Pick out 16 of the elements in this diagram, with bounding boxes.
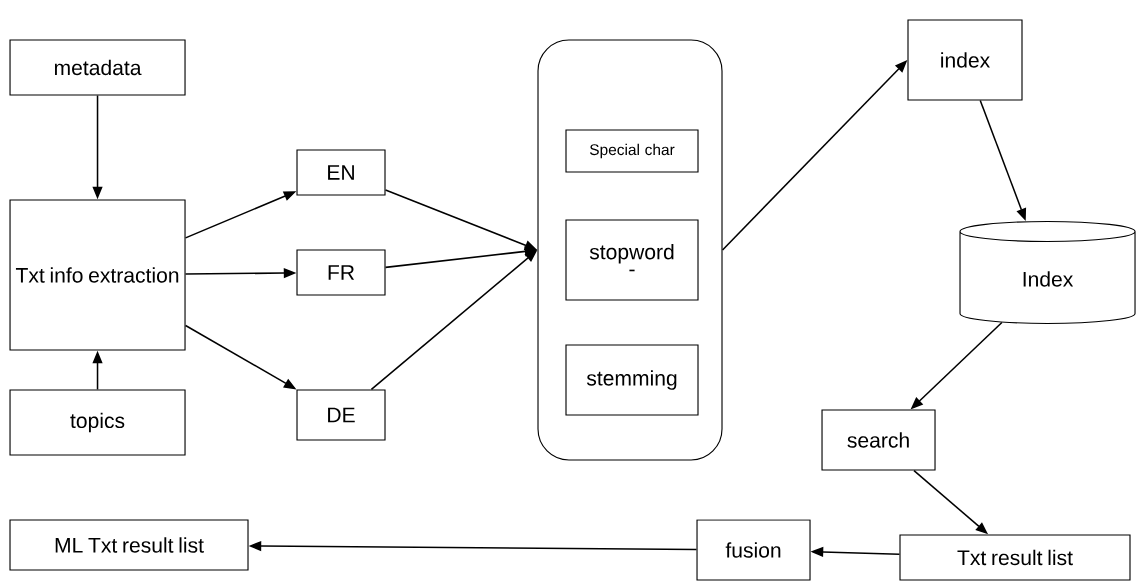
process-box: search: [821, 409, 936, 471]
process-box: topics: [9, 389, 186, 456]
process-box: index: [907, 19, 1023, 101]
process-box: fusion: [696, 519, 811, 581]
process-box: metadata: [9, 39, 186, 96]
inner-box: stopword -: [565, 219, 699, 301]
process-box: FR: [296, 249, 386, 296]
process-box: EN: [296, 149, 386, 196]
process-box: DE: [296, 389, 386, 441]
process-box: Txt info extraction: [9, 199, 186, 351]
process-box: Txt result list: [899, 534, 1131, 581]
inner-box: Special char: [565, 129, 699, 173]
process-box: ML Txt result list: [9, 519, 249, 571]
inner-box: stemming: [565, 344, 699, 416]
database-cylinder: Index: [959, 220, 1136, 324]
group-container: [537, 39, 723, 461]
